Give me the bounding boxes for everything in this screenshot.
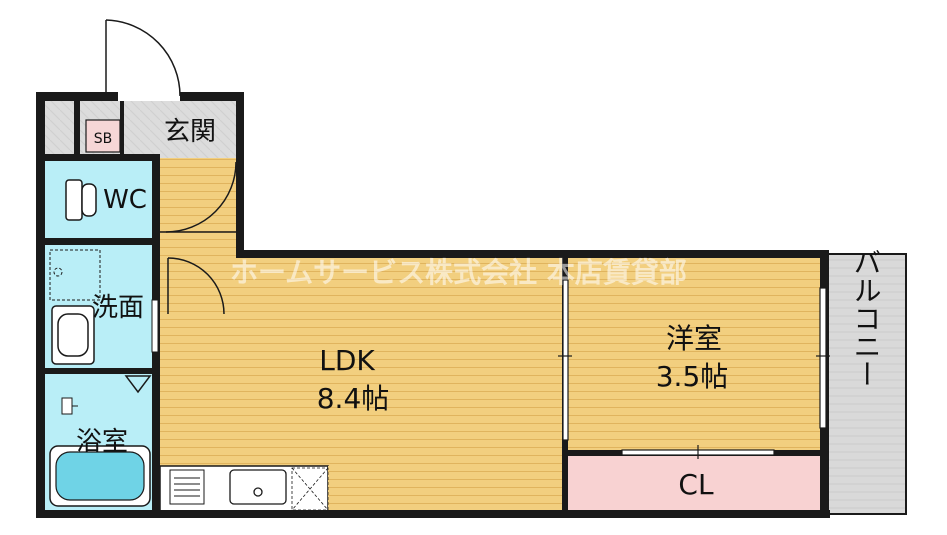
washbasin-icon	[51, 305, 95, 365]
cl-label: CL	[678, 468, 714, 501]
toilet-icon	[65, 179, 97, 221]
closet-sliding-door[interactable]	[621, 445, 775, 459]
genkan-label: 玄関	[164, 117, 216, 147]
ldk-label: LDK	[319, 344, 375, 377]
ldk-floor	[160, 254, 566, 466]
watermark: ホームサービス株式会社 本店賃貸部	[230, 256, 687, 289]
wc-floor	[40, 158, 160, 242]
balcony-window[interactable]	[816, 287, 830, 429]
entrance-floor	[40, 96, 240, 158]
bathtub-icon	[49, 445, 151, 507]
youshitsu-floor	[566, 254, 826, 454]
youshitsu-size: 3.5帖	[656, 360, 729, 393]
sink-icon	[229, 469, 287, 505]
entrance-door[interactable]	[105, 19, 181, 97]
stove-icon	[169, 469, 205, 505]
wc-label: WC	[103, 185, 147, 215]
youshitsu-label: 洋室	[666, 322, 722, 355]
wc-door[interactable]	[160, 161, 237, 233]
shower-faucet-icon	[61, 397, 78, 415]
closet-floor	[566, 454, 826, 514]
washroom-door[interactable]	[167, 257, 225, 315]
washroom-window	[151, 299, 159, 353]
hall-floor	[160, 158, 240, 254]
balcony-floor	[825, 253, 907, 515]
sliding-door-youshitsu[interactable]	[558, 279, 572, 441]
washing-machine-icon	[49, 249, 101, 301]
ldk-size: 8.4帖	[317, 382, 390, 415]
sb-label: SB	[94, 131, 113, 147]
balcony-label: バルコニー	[850, 248, 883, 388]
senmen-label: 洗面	[92, 293, 144, 323]
yokushitsu-label: 浴室	[76, 427, 128, 457]
refrigerator-space	[291, 467, 329, 511]
sb-box	[85, 119, 121, 153]
bath-door[interactable]	[124, 375, 152, 394]
kitchen-rest-floor	[328, 466, 566, 514]
